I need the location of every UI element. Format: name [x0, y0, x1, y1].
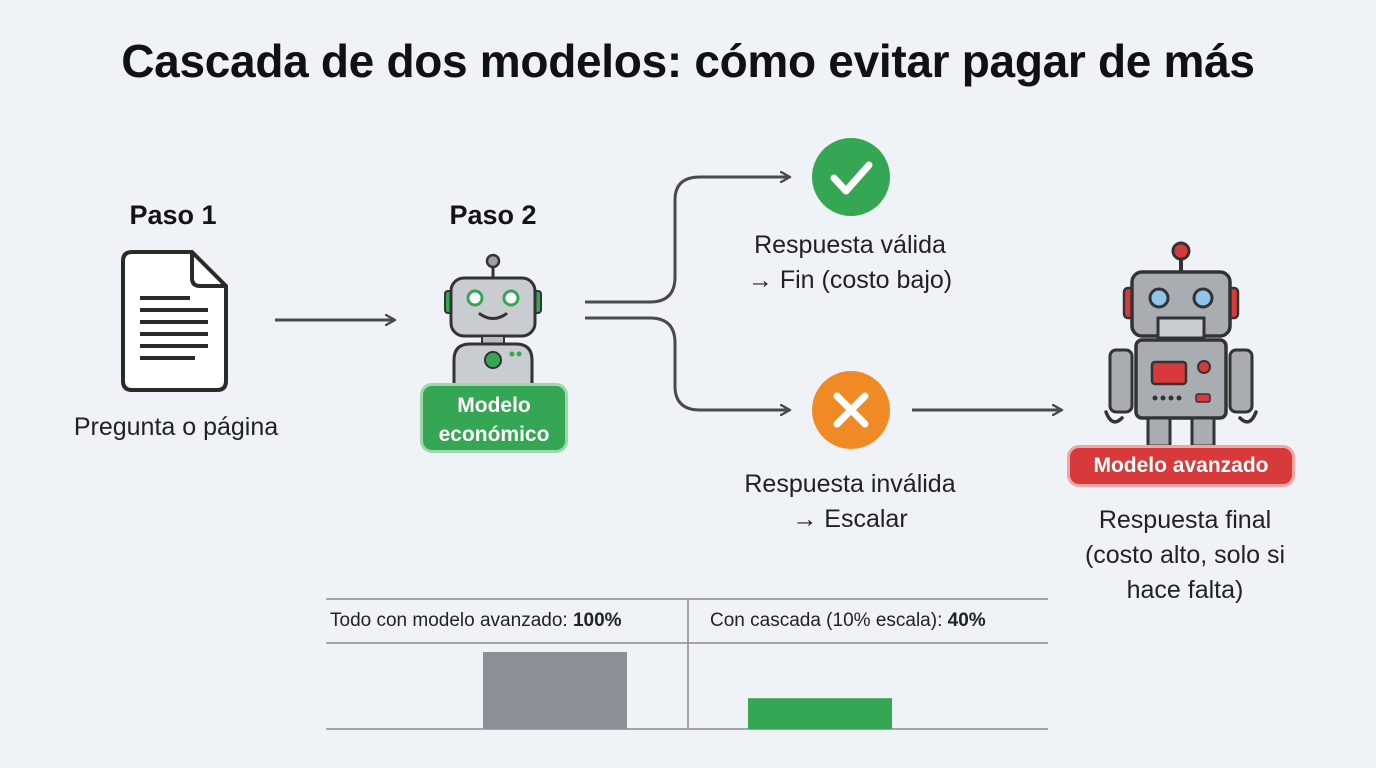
- cost-value-all-advanced: 100%: [572, 610, 622, 631]
- cost-label-all-advanced: Todo con modelo avanzado: 100%: [330, 610, 622, 632]
- advanced-line3: hace falta): [1126, 576, 1244, 604]
- check-icon: [812, 138, 890, 216]
- economic-model-badge-line2: económico: [438, 423, 550, 446]
- arrow-to-invalid: [585, 316, 790, 410]
- step1-title: Paso 1: [129, 200, 217, 230]
- cost-label-cascade: Con cascada (10% escala): 40%: [710, 610, 986, 632]
- bar-all-advanced: [483, 652, 627, 729]
- step2-title: Paso 2: [449, 200, 537, 230]
- invalid-caption: Respuesta inválida → Escalar: [700, 467, 1000, 537]
- valid-line2: → Fin (costo bajo): [747, 266, 953, 294]
- economic-model-badge-line1: Modelo: [457, 394, 531, 417]
- valid-caption: Respuesta válida → Fin (costo bajo): [700, 228, 1000, 298]
- cost-label-all-advanced-text: Todo con modelo avanzado:: [330, 610, 573, 631]
- invalid-line1: Respuesta inválida: [744, 470, 956, 498]
- bar-cascade: [748, 698, 892, 729]
- cost-value-cascade: 40%: [947, 610, 986, 631]
- valid-line1: Respuesta válida: [754, 231, 946, 259]
- page-title: Cascada de dos modelos: cómo evitar paga…: [121, 35, 1255, 87]
- invalid-line2: → Escalar: [792, 505, 908, 533]
- document-icon: [121, 250, 228, 392]
- cross-icon: [812, 371, 890, 449]
- cost-comparison-frame: [326, 598, 1048, 730]
- advanced-line2: (costo alto, solo si: [1084, 541, 1286, 569]
- advanced-model-badge: Modelo avanzado: [1067, 445, 1295, 487]
- economic-model-badge: Modelo económico: [420, 383, 568, 453]
- advanced-line1: Respuesta final: [1098, 506, 1272, 534]
- arrow-to-valid: [585, 177, 790, 304]
- economic-robot-icon: [444, 253, 542, 385]
- cost-bars: [483, 652, 892, 729]
- advanced-robot-icon: [1104, 241, 1258, 448]
- cost-label-cascade-text: Con cascada (10% escala):: [710, 610, 948, 631]
- step1-caption: Pregunta o página: [73, 413, 279, 441]
- advanced-caption: Respuesta final (costo alto, solo si hac…: [1040, 503, 1330, 608]
